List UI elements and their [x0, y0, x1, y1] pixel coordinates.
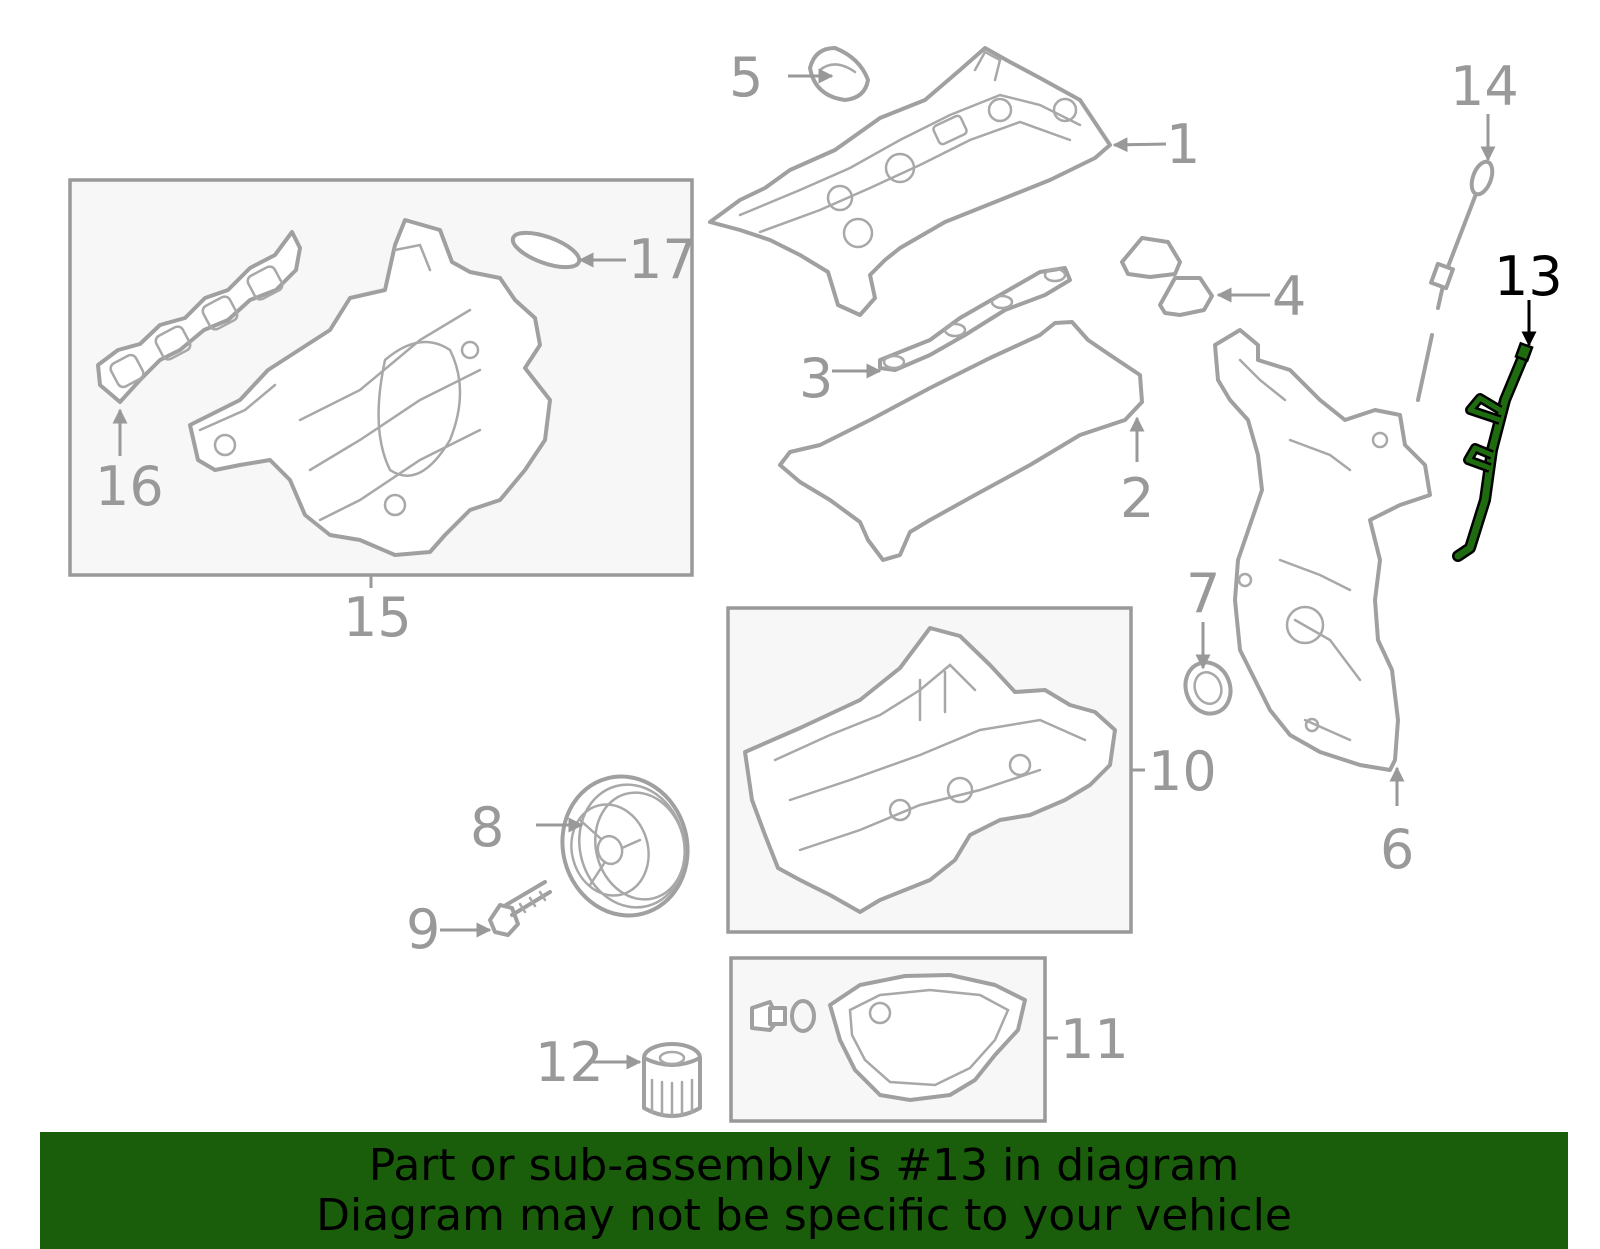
callout-3: 3 [799, 347, 833, 410]
intake-manifold-group[interactable] [68, 178, 694, 588]
valve-cover[interactable] [708, 46, 1112, 317]
callout-7: 7 [1186, 562, 1220, 625]
callout-17: 17 [628, 228, 697, 291]
notice-banner: Part or sub-assembly is #13 in diagram D… [40, 1132, 1568, 1249]
callout-8: 8 [470, 796, 504, 859]
banner-line-2: Diagram may not be specific to your vehi… [316, 1189, 1292, 1241]
timing-cover[interactable] [1213, 328, 1432, 772]
oil-filler-cap[interactable] [808, 46, 870, 102]
callout-12: 12 [535, 1031, 604, 1094]
pulley-bolt[interactable] [488, 880, 552, 937]
dipstick-tube[interactable] [1452, 341, 1534, 562]
parts-diagram: 1 2 3 4 5 6 7 8 9 10 11 12 13 14 15 16 1… [68, 46, 1563, 1123]
callout-1: 1 [1166, 113, 1200, 176]
valve-cover-gasket[interactable] [778, 320, 1144, 562]
crankshaft-pulley[interactable] [547, 762, 703, 929]
crankshaft-seal[interactable] [1178, 656, 1237, 720]
drain-plug-washer[interactable] [790, 999, 816, 1033]
upper-oil-pan[interactable] [743, 626, 1117, 914]
callout-10: 10 [1148, 740, 1217, 803]
callout-5: 5 [729, 46, 763, 109]
callout-13: 13 [1494, 245, 1563, 308]
cover-grommets[interactable] [1120, 236, 1214, 317]
callout-9: 9 [406, 898, 440, 961]
callout-6: 6 [1380, 818, 1414, 881]
lower-oil-pan-group[interactable] [729, 956, 1047, 1123]
intake-manifold[interactable] [188, 218, 552, 557]
callout-14: 14 [1450, 55, 1519, 118]
callout-15: 15 [343, 586, 412, 649]
oil-filter[interactable] [642, 1042, 702, 1118]
callout-4: 4 [1272, 265, 1306, 328]
callout-2: 2 [1120, 467, 1154, 530]
callout-16: 16 [95, 455, 164, 518]
spark-plug-tube-gasket[interactable] [878, 266, 1072, 372]
banner-line-1: Part or sub-assembly is #13 in diagram [368, 1139, 1240, 1191]
intake-gasket[interactable] [96, 230, 302, 404]
lower-oil-pan[interactable] [828, 973, 1027, 1102]
callout-11: 11 [1060, 1008, 1129, 1071]
oil-dipstick[interactable] [1416, 159, 1496, 402]
upper-oil-pan-group[interactable] [726, 606, 1133, 934]
drain-plug[interactable] [750, 1000, 787, 1032]
